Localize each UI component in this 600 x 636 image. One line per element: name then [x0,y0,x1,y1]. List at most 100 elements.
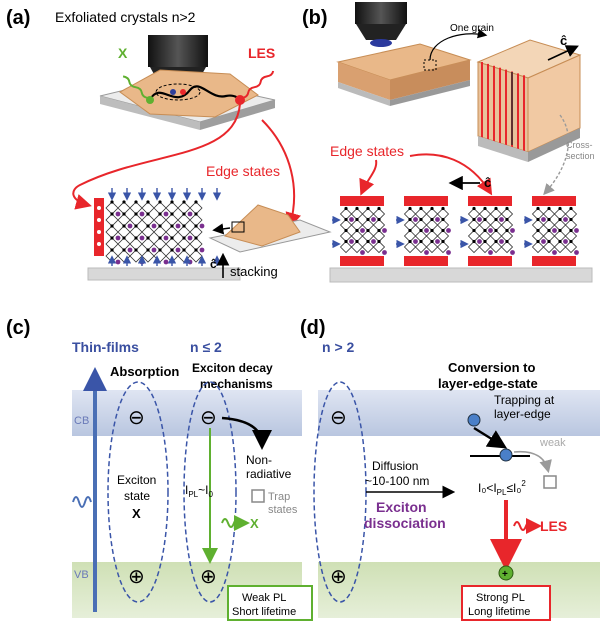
lattice-a [94,188,222,266]
lattice-node [569,239,573,244]
octahedron [129,249,143,263]
cross-section-arrow [543,114,570,196]
lattice-node [536,206,540,211]
weak-pl-label-1: Weak PL [242,592,286,604]
lattice-node [536,228,540,233]
octahedron [177,213,191,227]
lattice-node [194,212,198,216]
octahedron [153,213,167,227]
cation-dot [349,217,354,222]
diffusion-label-1: Diffusion [372,459,418,473]
electron-dot [170,89,176,95]
decay-label-2: mechanisms [200,377,273,391]
lattice-node [569,206,573,211]
cation-dot [199,247,205,253]
cation-dot [382,250,387,255]
lattice-node [547,217,551,222]
panel-c: (c) CB VB Thin-films Absorption ⊖ ⊕ Exci… [6,317,313,621]
absorption-label: Absorption [110,364,179,379]
hole-dot [180,89,186,95]
nonrad-label-1: Non- [246,453,272,467]
crystal-flake [119,69,259,118]
octahedron [467,240,481,254]
lattice-node [472,239,476,244]
trap-state-box-c [251,489,265,503]
exciton-label-3: X [132,506,141,521]
octahedron [177,237,191,251]
cation-dot [563,239,568,244]
cation-dot [510,250,515,255]
lattice-node [569,228,573,233]
lattice-node [558,206,562,211]
lattice-node [344,228,348,233]
edge-site [97,218,101,222]
dissociation-label-1: Exciton [376,499,427,515]
lattice-b [332,196,579,266]
octahedron [141,213,155,227]
cation-dot [488,250,493,255]
panel-a-title: Exfoliated crystals n>2 [55,9,196,25]
lattice-node [408,217,412,222]
cation-dot [187,211,193,217]
octahedron [177,249,191,263]
cation-dot [413,217,418,222]
cation-dot [382,228,387,233]
plus-c1: ⊕ [128,566,145,588]
lattice-node [558,228,562,233]
lattice-node [558,217,562,222]
dissociation-label-2: dissociation [364,515,446,531]
trap-label-2: states [268,504,298,516]
lattice-node [110,212,114,216]
cation-dot [424,250,429,255]
diffusion-label-2: ~10-100 nm [365,474,429,488]
cation-dot [477,239,482,244]
lattice-node [122,212,126,216]
cation-dot [477,217,482,222]
lattice-node [170,248,174,252]
weak-pl-box [227,585,313,621]
lattice-node [355,206,359,211]
trapped-electron-top [467,413,481,427]
octahedron [542,240,556,254]
lattice-node [430,217,434,222]
octahedron [189,201,203,215]
lattice-node [494,239,498,244]
ipl-zero: 0 [208,490,213,499]
edge-arrow-b-1 [359,159,378,196]
octahedron [177,201,191,215]
x-label-c: X [250,516,259,531]
cation-dot [360,228,365,233]
minus-c1: ⊖ [128,407,145,429]
lattice-node [441,239,445,244]
lattice-node [355,239,359,244]
lattice-node [377,228,381,233]
film-block [336,28,488,106]
lattice-node [441,206,445,211]
octahedron [153,249,167,263]
lattice-node [158,236,162,240]
lattice-node [194,248,198,252]
cation-dot [187,235,193,241]
octahedron [564,240,578,254]
lattice-node [110,236,114,240]
cation-dot [151,223,157,229]
lattice-node [483,228,487,233]
lattice-node [146,248,150,252]
octahedron [372,240,386,254]
decay-label-1: Exciton decay [192,361,273,375]
lattice-node [170,224,174,228]
lattice-node [344,217,348,222]
lattice-node [170,212,174,216]
octahedron [165,237,179,251]
lattice-node [110,200,114,204]
cation-dot [424,228,429,233]
minus-d1: ⊖ [330,407,347,429]
edge-site [97,230,101,234]
strong-pl-box [461,585,551,621]
cross-section-label-2: section [566,151,595,161]
conversion-label-1: Conversion to [448,360,535,375]
lattice-node [494,217,498,222]
lattice-node [505,228,509,233]
n-le-2-label: n ≤ 2 [190,339,222,355]
